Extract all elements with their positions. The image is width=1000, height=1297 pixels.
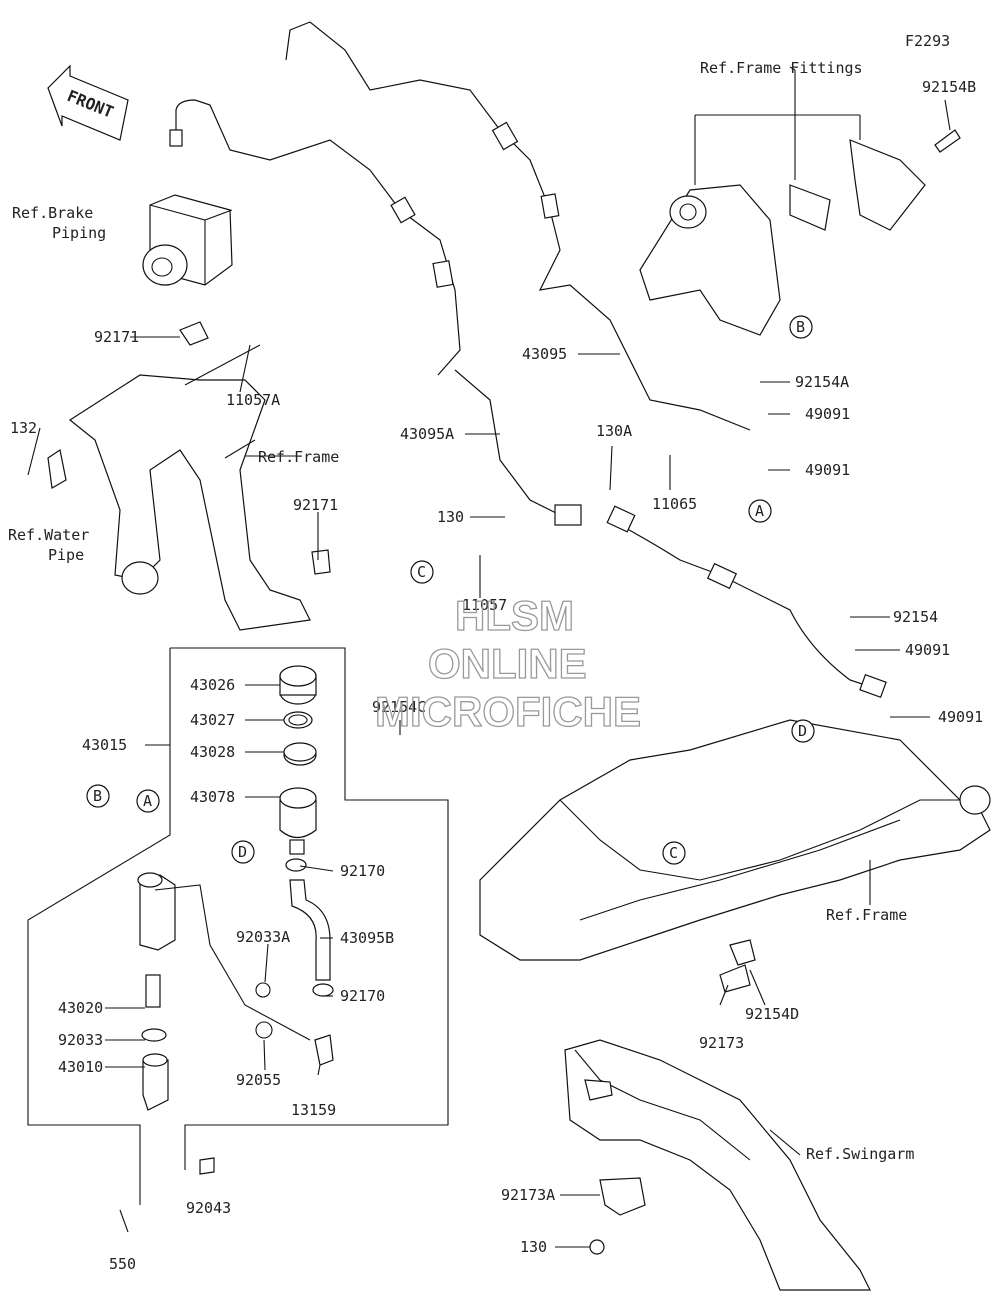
part-92033A[interactable]: 92033A — [236, 928, 290, 946]
svg-text:C: C — [417, 563, 426, 581]
ref-frame-lower-label: Ref.Frame — [826, 906, 907, 924]
part-132[interactable]: 132 — [10, 419, 37, 437]
part-49091-3[interactable]: 49091 — [905, 641, 950, 659]
part-43095[interactable]: 43095 — [522, 345, 567, 363]
svg-text:B: B — [796, 318, 805, 336]
master-cylinder-drawing — [119, 872, 311, 1233]
svg-text:A: A — [755, 502, 764, 520]
part-13159[interactable]: 13159 — [291, 1101, 336, 1119]
callout-b-lower: B — [86, 784, 110, 808]
part-92154C[interactable]: 92154C — [372, 698, 426, 716]
watermark-line3: MICROFICHE — [375, 688, 641, 735]
part-92171-1[interactable]: 92171 — [94, 328, 139, 346]
ref-water-pipe-line1: Ref.Water — [8, 526, 89, 544]
svg-text:B: B — [93, 787, 102, 805]
watermark-line2: ONLINE — [428, 640, 587, 687]
ref-brake-piping-line1: Ref.Brake — [12, 204, 93, 222]
part-43078[interactable]: 43078 — [190, 788, 235, 806]
part-92033[interactable]: 92033 — [58, 1031, 103, 1049]
reservoir-drawing — [255, 665, 334, 1066]
callout-c-upper: C — [410, 560, 434, 584]
callout-a-upper: A — [748, 499, 772, 523]
front-arrow-icon: FRONT — [47, 64, 129, 141]
callout-c-frame: C — [662, 841, 686, 865]
part-49091-4[interactable]: 49091 — [938, 708, 983, 726]
part-43015[interactable]: 43015 — [82, 736, 127, 754]
part-43010[interactable]: 43010 — [58, 1058, 103, 1076]
part-11057A[interactable]: 11057A — [226, 391, 280, 409]
part-130-1[interactable]: 130 — [437, 508, 464, 526]
callout-d-reservoir: D — [231, 840, 255, 864]
part-49091-1[interactable]: 49091 — [805, 405, 850, 423]
svg-text:A: A — [143, 792, 152, 810]
ref-frame-upper-label: Ref.Frame — [258, 448, 339, 466]
abs-unit-drawing — [142, 129, 233, 286]
svg-text:D: D — [238, 843, 247, 861]
swingarm-drawing — [564, 1039, 871, 1291]
part-130A[interactable]: 130A — [596, 422, 632, 440]
part-43020[interactable]: 43020 — [58, 999, 103, 1017]
ref-brake-piping-line2: Piping — [52, 224, 106, 242]
part-43095A[interactable]: 43095A — [400, 425, 454, 443]
part-92173[interactable]: 92173 — [699, 1034, 744, 1052]
svg-text:C: C — [669, 844, 678, 862]
ref-frame-fittings-label: Ref.Frame Fittings — [700, 59, 863, 77]
leader-lines — [27, 66, 951, 1248]
svg-text:D: D — [798, 722, 807, 740]
part-11057[interactable]: 11057 — [462, 596, 507, 614]
brake-pipe-drawing — [175, 21, 887, 699]
part-92173A[interactable]: 92173A — [501, 1186, 555, 1204]
rear-frame-lower-drawing — [479, 719, 991, 993]
rear-frame-upper-drawing — [47, 321, 331, 631]
part-43028[interactable]: 43028 — [190, 743, 235, 761]
ref-water-pipe-line2: Pipe — [48, 546, 84, 564]
part-92170-1[interactable]: 92170 — [340, 862, 385, 880]
part-43027[interactable]: 43027 — [190, 711, 235, 729]
part-92055[interactable]: 92055 — [236, 1071, 281, 1089]
part-11065[interactable]: 11065 — [652, 495, 697, 513]
callout-a-lower: A — [136, 789, 160, 813]
part-43026[interactable]: 43026 — [190, 676, 235, 694]
part-92171-2[interactable]: 92171 — [293, 496, 338, 514]
part-92154[interactable]: 92154 — [893, 608, 938, 626]
part-92043[interactable]: 92043 — [186, 1199, 231, 1217]
figure-code: F2293 — [905, 32, 950, 50]
callout-d-frame: D — [791, 719, 815, 743]
part-49091-2[interactable]: 49091 — [805, 461, 850, 479]
callout-b-upper: B — [789, 315, 813, 339]
part-130-2[interactable]: 130 — [520, 1238, 547, 1256]
part-92154B[interactable]: 92154B — [922, 78, 976, 96]
part-92154A[interactable]: 92154A — [795, 373, 849, 391]
part-550[interactable]: 550 — [109, 1255, 136, 1273]
watermark-line1: HLSM — [455, 592, 574, 639]
part-92170-2[interactable]: 92170 — [340, 987, 385, 1005]
part-43095B[interactable]: 43095B — [340, 929, 394, 947]
part-92154D[interactable]: 92154D — [745, 1005, 799, 1023]
frame-fittings-drawing — [639, 70, 961, 336]
ref-swingarm-label: Ref.Swingarm — [806, 1145, 914, 1163]
